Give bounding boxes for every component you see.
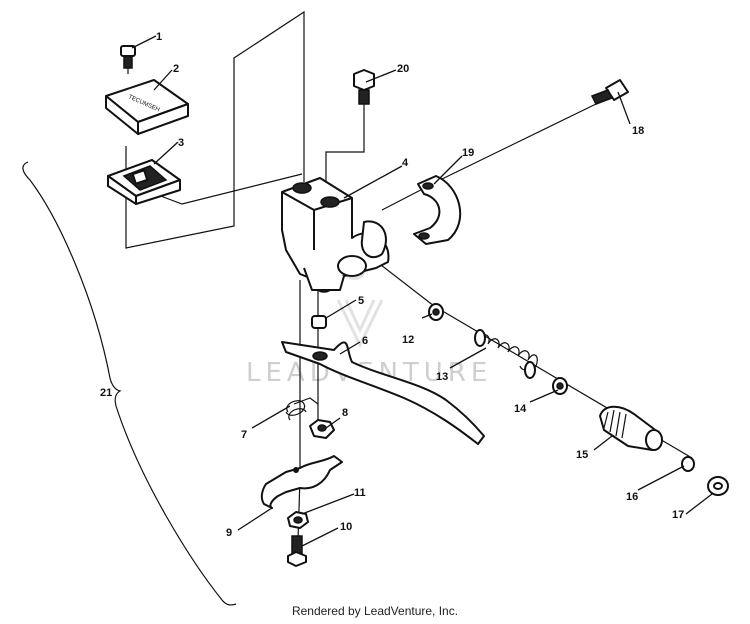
part-bolt-20 [353,69,375,105]
callout-9: 9 [226,527,232,539]
part-nut-11 [287,511,309,529]
callout-12: 12 [402,334,414,346]
part-bushing-5 [311,315,327,329]
assembly-bracket [22,161,237,606]
part-brake-lever-6 [281,341,485,445]
callout-2: 2 [173,63,179,75]
callout-21: 21 [100,387,112,399]
part-spring-13 [474,329,538,379]
callout-13: 13 [436,371,448,383]
callout-15: 15 [576,449,588,461]
part-washer-16 [681,456,695,472]
part-spring-7 [285,397,319,421]
part-reservoir-cover-2: TECUMSEH [105,79,189,135]
callout-7: 7 [241,429,247,441]
callout-11: 11 [354,487,366,499]
callout-1: 1 [156,31,162,43]
part-master-cylinder-4 [281,177,390,293]
part-piston-15 [599,405,663,451]
callout-17: 17 [672,509,684,521]
part-clamp-19 [413,175,462,245]
callout-16: 16 [626,491,638,503]
callout-19: 19 [462,147,474,159]
callout-labels: 1 2 3 4 5 6 7 8 9 10 11 12 13 14 15 16 1… [100,31,684,539]
footer-credit: Rendered by LeadVenture, Inc. [291,604,459,618]
callout-8: 8 [342,407,348,419]
callout-18: 18 [632,125,644,137]
part-screw-10 [287,535,307,567]
part-bolt-18 [590,79,629,105]
callout-4: 4 [402,157,409,169]
callout-leader-lines [131,35,713,547]
callout-3: 3 [178,137,184,149]
part-washer-12 [428,303,444,321]
part-bracket-9 [260,455,343,509]
callout-5: 5 [358,295,364,307]
callout-10: 10 [340,521,352,533]
part-washer-17 [707,476,729,496]
callout-20: 20 [397,63,409,75]
part-screw-1 [120,45,136,69]
part-diaphragm-3 [107,159,181,205]
callout-6: 6 [362,335,368,347]
callout-14: 14 [514,403,527,415]
part-nut-8 [309,419,335,439]
